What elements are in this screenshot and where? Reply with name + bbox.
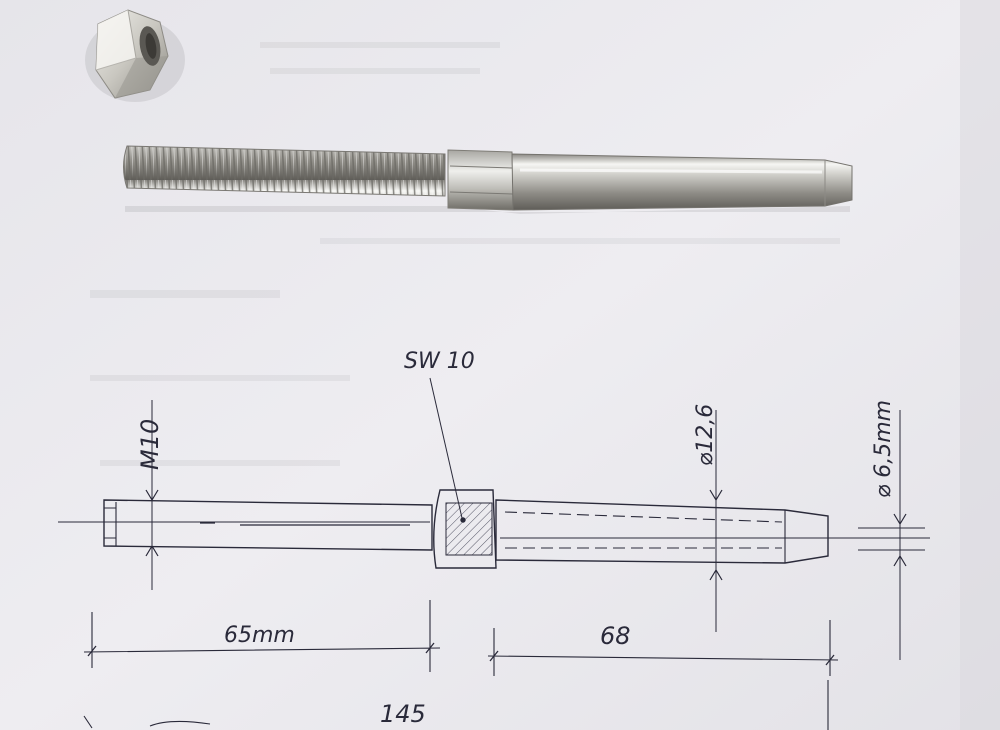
hex-section (447, 149, 515, 211)
swage-terminal (123, 145, 853, 214)
dim-68-line (487, 620, 839, 676)
technical-drawing (58, 377, 930, 730)
dim-65-line (83, 600, 441, 672)
wrench-leader (429, 377, 463, 519)
drawing-hex-part (433, 489, 497, 569)
label-wrench: SW 10 (404, 349, 475, 374)
label-outer-diameter: ⌀12,6 (693, 404, 718, 466)
paper-shadow (960, 0, 1000, 730)
hex-nut (85, 9, 185, 102)
dim-145-line (83, 715, 211, 729)
threaded-rod (123, 145, 446, 197)
label-sleeve-length: 68 (600, 622, 631, 650)
label-total-length: 145 (380, 700, 426, 728)
paper-ghost-print (90, 42, 840, 466)
label-inner-diameter: ⌀ 6,5mm (871, 400, 896, 498)
label-thread-length: 65mm (224, 623, 295, 648)
swage-sleeve (511, 153, 853, 211)
center-line (58, 521, 930, 539)
drawing-thread-part (103, 499, 433, 551)
label-thread: M10 (136, 419, 164, 470)
